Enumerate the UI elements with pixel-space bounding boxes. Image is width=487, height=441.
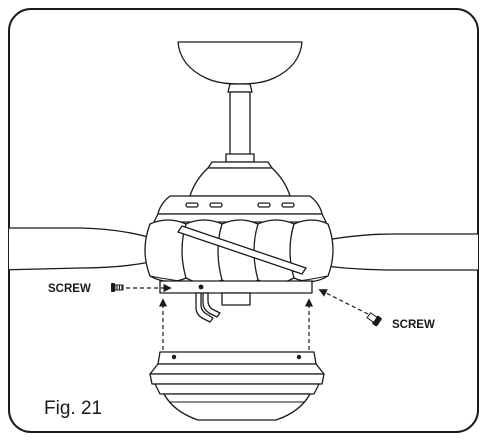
screw-arrow-right [318,289,369,315]
screw-icon [366,312,382,327]
fan-blade-left [9,227,159,271]
light-kit [149,351,325,421]
screw-label-right: SCREW [392,319,435,331]
scalloped-motor-body [144,219,334,286]
mounting-plate [159,280,313,306]
figure-caption: Fig. 21 [44,398,102,419]
wires [195,292,221,323]
downrod [225,91,255,163]
screw-label-left: SCREW [48,283,91,295]
ceiling-canopy [177,41,303,93]
fan-blade-right [307,233,478,271]
screw-icon [111,283,124,292]
